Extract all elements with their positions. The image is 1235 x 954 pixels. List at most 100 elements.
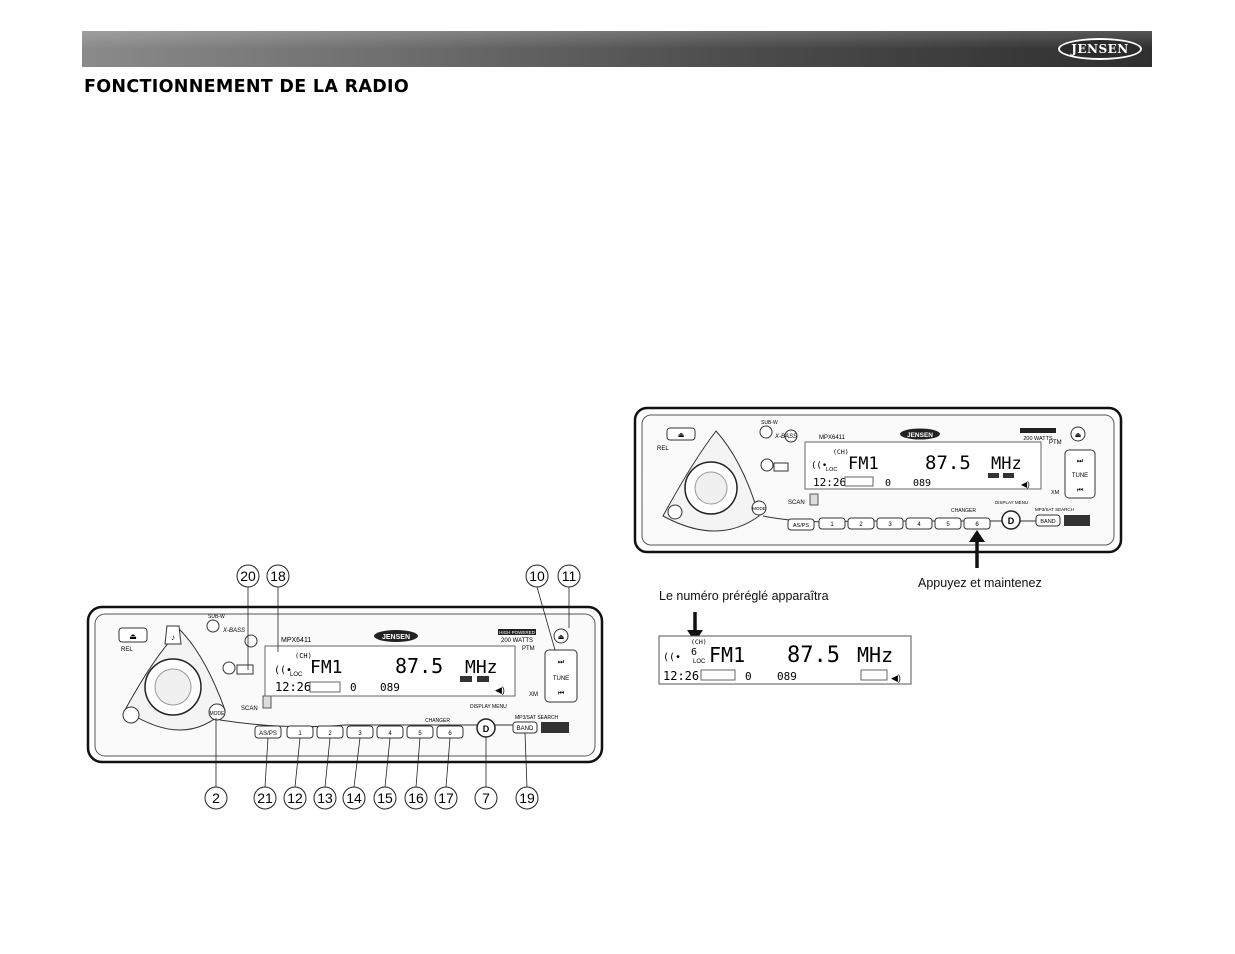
svg-text:⏭: ⏭ bbox=[558, 659, 565, 666]
svg-text:87.5: 87.5 bbox=[787, 643, 840, 668]
lcd-band: FM1 bbox=[310, 657, 343, 678]
svg-text:11: 11 bbox=[562, 568, 577, 584]
svg-text:0: 0 bbox=[745, 670, 752, 683]
svg-text:4: 4 bbox=[388, 731, 392, 737]
svg-text:200 WATTS: 200 WATTS bbox=[1023, 436, 1053, 442]
lcd-frequency: 87.5 bbox=[395, 654, 443, 678]
svg-text:2: 2 bbox=[328, 731, 332, 737]
svg-text:HIGH POWERED: HIGH POWERED bbox=[499, 630, 536, 635]
svg-text:LOC: LOC bbox=[693, 659, 706, 665]
svg-text:D: D bbox=[483, 724, 490, 734]
svg-text:DISPLAY MENU: DISPLAY MENU bbox=[995, 500, 1028, 505]
eject-button bbox=[553, 628, 569, 644]
svg-text:MHz: MHz bbox=[857, 643, 893, 667]
svg-text:TUNE: TUNE bbox=[553, 676, 569, 682]
svg-text:19: 19 bbox=[519, 790, 535, 806]
press-hold-caption: Appuyez et maintenez bbox=[918, 576, 1042, 590]
svg-text:12: 12 bbox=[287, 790, 303, 806]
svg-text:20: 20 bbox=[240, 568, 256, 584]
svg-text:MP3/SAT SEARCH: MP3/SAT SEARCH bbox=[515, 715, 559, 721]
svg-text:TUNE: TUNE bbox=[1072, 473, 1088, 479]
lcd-closeup: (CH) 6 ((• LOC FM1 87.5 MHz 12:26 0 089 … bbox=[658, 612, 912, 685]
svg-text:JENSEN: JENSEN bbox=[382, 634, 410, 641]
svg-text:AS/PS: AS/PS bbox=[259, 731, 277, 737]
radio-unit-press-hold: ⏏ REL MODE SUB-W X-BASS SCAN MPX6411 JEN… bbox=[633, 406, 1123, 568]
svg-text:3: 3 bbox=[888, 522, 892, 528]
svg-text:⏏: ⏏ bbox=[129, 632, 137, 641]
svg-text:12:26: 12:26 bbox=[275, 680, 311, 694]
svg-text:3: 3 bbox=[358, 731, 362, 737]
svg-text:089: 089 bbox=[913, 478, 931, 489]
svg-text:1: 1 bbox=[298, 731, 302, 737]
svg-text:4: 4 bbox=[917, 522, 921, 528]
svg-text:MODE: MODE bbox=[210, 711, 226, 717]
lcd-preset-number: 6 bbox=[691, 647, 697, 658]
svg-text:(CH): (CH) bbox=[691, 638, 707, 646]
svg-text:SUB-W: SUB-W bbox=[208, 614, 225, 620]
svg-text:XM: XM bbox=[1051, 490, 1060, 496]
svg-text:12:26: 12:26 bbox=[813, 476, 846, 489]
release-button bbox=[118, 627, 148, 643]
svg-text:CHANGER: CHANGER bbox=[951, 508, 976, 514]
svg-text:089: 089 bbox=[777, 670, 797, 683]
svg-text:AS/PS: AS/PS bbox=[793, 523, 810, 529]
svg-text:0: 0 bbox=[350, 681, 357, 694]
svg-text:MPX6411: MPX6411 bbox=[819, 435, 846, 441]
svg-text:14: 14 bbox=[346, 790, 362, 806]
svg-text:0: 0 bbox=[885, 478, 891, 489]
svg-text:13: 13 bbox=[317, 790, 333, 806]
svg-text:18: 18 bbox=[270, 568, 286, 584]
svg-text:5: 5 bbox=[418, 731, 422, 737]
mode-button bbox=[208, 703, 226, 721]
svg-text:⏮: ⏮ bbox=[558, 690, 564, 697]
svg-text:◀): ◀) bbox=[495, 685, 505, 695]
svg-text:15: 15 bbox=[377, 790, 393, 806]
svg-text:XM: XM bbox=[529, 692, 538, 698]
svg-text:6: 6 bbox=[448, 731, 452, 737]
svg-text:SCAN: SCAN bbox=[241, 706, 258, 712]
radio-unit-diagram: ⏏ REL ♪ MODE SUB-W X-BASS SCAN MPX6411 J… bbox=[86, 564, 604, 810]
svg-text:MODE: MODE bbox=[752, 506, 766, 511]
svg-text:2: 2 bbox=[859, 522, 863, 528]
svg-text:200 WATTS: 200 WATTS bbox=[501, 638, 533, 644]
svg-text:PTM: PTM bbox=[522, 646, 535, 652]
svg-text:JENSEN: JENSEN bbox=[907, 432, 933, 439]
svg-text:089: 089 bbox=[380, 681, 400, 694]
svg-text:DISPLAY MENU: DISPLAY MENU bbox=[470, 704, 507, 710]
callouts-bottom bbox=[204, 786, 539, 810]
svg-text:((•: ((• bbox=[274, 665, 292, 676]
svg-text:21: 21 bbox=[257, 790, 273, 806]
svg-text:FM1: FM1 bbox=[709, 643, 745, 667]
svg-text:BAND: BAND bbox=[517, 726, 534, 732]
svg-text:X-BASS: X-BASS bbox=[222, 628, 245, 634]
svg-text:16: 16 bbox=[408, 790, 424, 806]
svg-text:LOC: LOC bbox=[826, 467, 837, 473]
svg-text:♪: ♪ bbox=[171, 633, 175, 642]
model-label: MPX6411 bbox=[281, 637, 311, 644]
preset-appears-caption: Le numéro préréglé apparaîtra bbox=[659, 589, 829, 603]
power-button bbox=[122, 706, 140, 724]
svg-text:⏭: ⏭ bbox=[1077, 458, 1084, 465]
svg-text:87.5: 87.5 bbox=[925, 452, 971, 474]
svg-text:FM1: FM1 bbox=[848, 454, 879, 474]
svg-text:6: 6 bbox=[975, 522, 979, 528]
svg-text:MHz: MHz bbox=[991, 454, 1022, 474]
svg-text:12:26: 12:26 bbox=[663, 669, 699, 683]
page-title: FONCTIONNEMENT DE LA RADIO bbox=[84, 77, 410, 97]
svg-text:⏮: ⏮ bbox=[1077, 487, 1083, 494]
svg-text:(CH): (CH) bbox=[295, 652, 312, 660]
svg-text:7: 7 bbox=[482, 790, 490, 806]
callouts-top bbox=[236, 564, 581, 588]
svg-text:⏏: ⏏ bbox=[678, 432, 685, 439]
svg-text:(CH): (CH) bbox=[833, 448, 849, 456]
svg-text:MHz: MHz bbox=[465, 657, 498, 678]
svg-text:MP3/SAT SEARCH: MP3/SAT SEARCH bbox=[1035, 507, 1074, 512]
svg-text:LOC: LOC bbox=[290, 672, 303, 678]
svg-text:⏏: ⏏ bbox=[558, 634, 565, 641]
svg-text:2: 2 bbox=[212, 790, 220, 806]
svg-text:((•: ((• bbox=[663, 652, 681, 663]
svg-text:10: 10 bbox=[529, 568, 545, 584]
header-bar: JENSEN bbox=[82, 31, 1152, 67]
svg-text:REL: REL bbox=[657, 446, 669, 452]
preset-6-button bbox=[963, 517, 991, 530]
